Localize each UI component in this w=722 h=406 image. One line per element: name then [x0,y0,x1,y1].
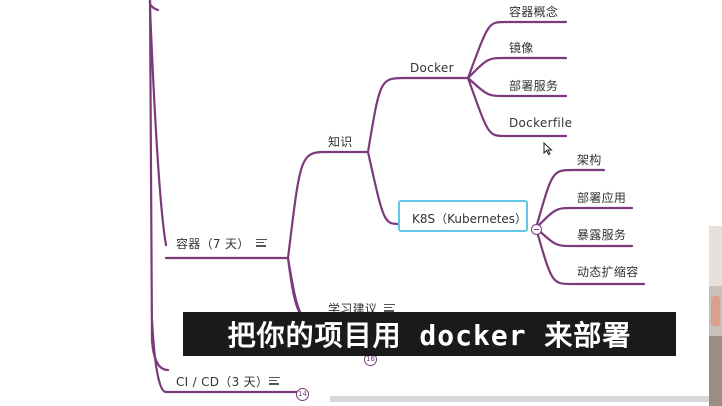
branch-k8s-c1 [534,168,606,230]
branch-docker-c1 [466,20,568,80]
branch-k8s-c2 [534,206,634,230]
subtitle-text: 把你的项目用 docker 来部署 [227,319,632,352]
branch-docker-c2 [466,56,568,80]
branch-k8s-c4 [534,226,646,286]
node-docker-child-label: 部署服务 [509,79,559,93]
branch-docker-c4 [466,76,568,138]
video-subtitle: 把你的项目用 docker 来部署 [183,312,676,356]
node-k8s-label: K8S（Kubernetes） [412,212,528,226]
node-docker-label: Docker [410,61,454,75]
branch-docker [366,76,406,154]
branch-container [148,6,168,247]
node-docker-child[interactable]: 镜像 [509,41,534,55]
mouse-pointer-icon [543,142,553,156]
node-cicd[interactable]: CI / CD（3 天） [176,375,268,389]
node-docker-child[interactable]: 容器概念 [509,5,558,19]
node-k8s-child-label: 架构 [577,153,602,167]
node-k8s-child-label: 部署应用 [577,191,627,205]
node-container[interactable]: 容器（7 天） [176,237,250,251]
node-k8s-child[interactable]: 动态扩缩容 [577,265,639,279]
node-docker-child-label: 容器概念 [509,5,559,19]
node-docker[interactable]: Docker [410,61,454,75]
node-k8s[interactable]: K8S（Kubernetes） [398,200,528,232]
note-lines-icon[interactable] [256,239,267,247]
webcam-overlay [709,226,722,406]
node-k8s-child[interactable]: 架构 [577,153,602,167]
horizontal-scrollbar[interactable] [330,396,709,402]
branch-cicd [150,318,168,394]
node-k8s-child-label: 动态扩缩容 [577,265,639,279]
note-lines-icon[interactable] [384,304,395,312]
node-knowledge[interactable]: 知识 [328,135,353,149]
node-docker-child-label: Dockerfile [509,116,573,130]
node-k8s-child[interactable]: 暴露服务 [577,228,626,242]
node-docker-child-label: 镜像 [509,41,534,55]
node-docker-child[interactable]: 部署服务 [509,79,558,93]
cicd-count-badge[interactable]: 14 [296,388,309,401]
note-lines-icon[interactable] [269,377,280,385]
trunk-line [148,0,160,12]
branch-k8s-c3 [534,226,634,248]
node-k8s-child[interactable]: 部署应用 [577,191,626,205]
node-docker-child[interactable]: Dockerfile [509,116,572,130]
collapse-minus-icon[interactable] [531,224,542,235]
node-knowledge-label: 知识 [328,135,353,149]
node-container-label: 容器（7 天） [176,237,250,251]
branch-docker-c3 [466,76,568,98]
branch-k8s [366,150,402,226]
node-k8s-child-label: 暴露服务 [577,228,627,242]
node-cicd-label: CI / CD（3 天） [176,375,269,389]
branch-knowledge [286,150,326,260]
